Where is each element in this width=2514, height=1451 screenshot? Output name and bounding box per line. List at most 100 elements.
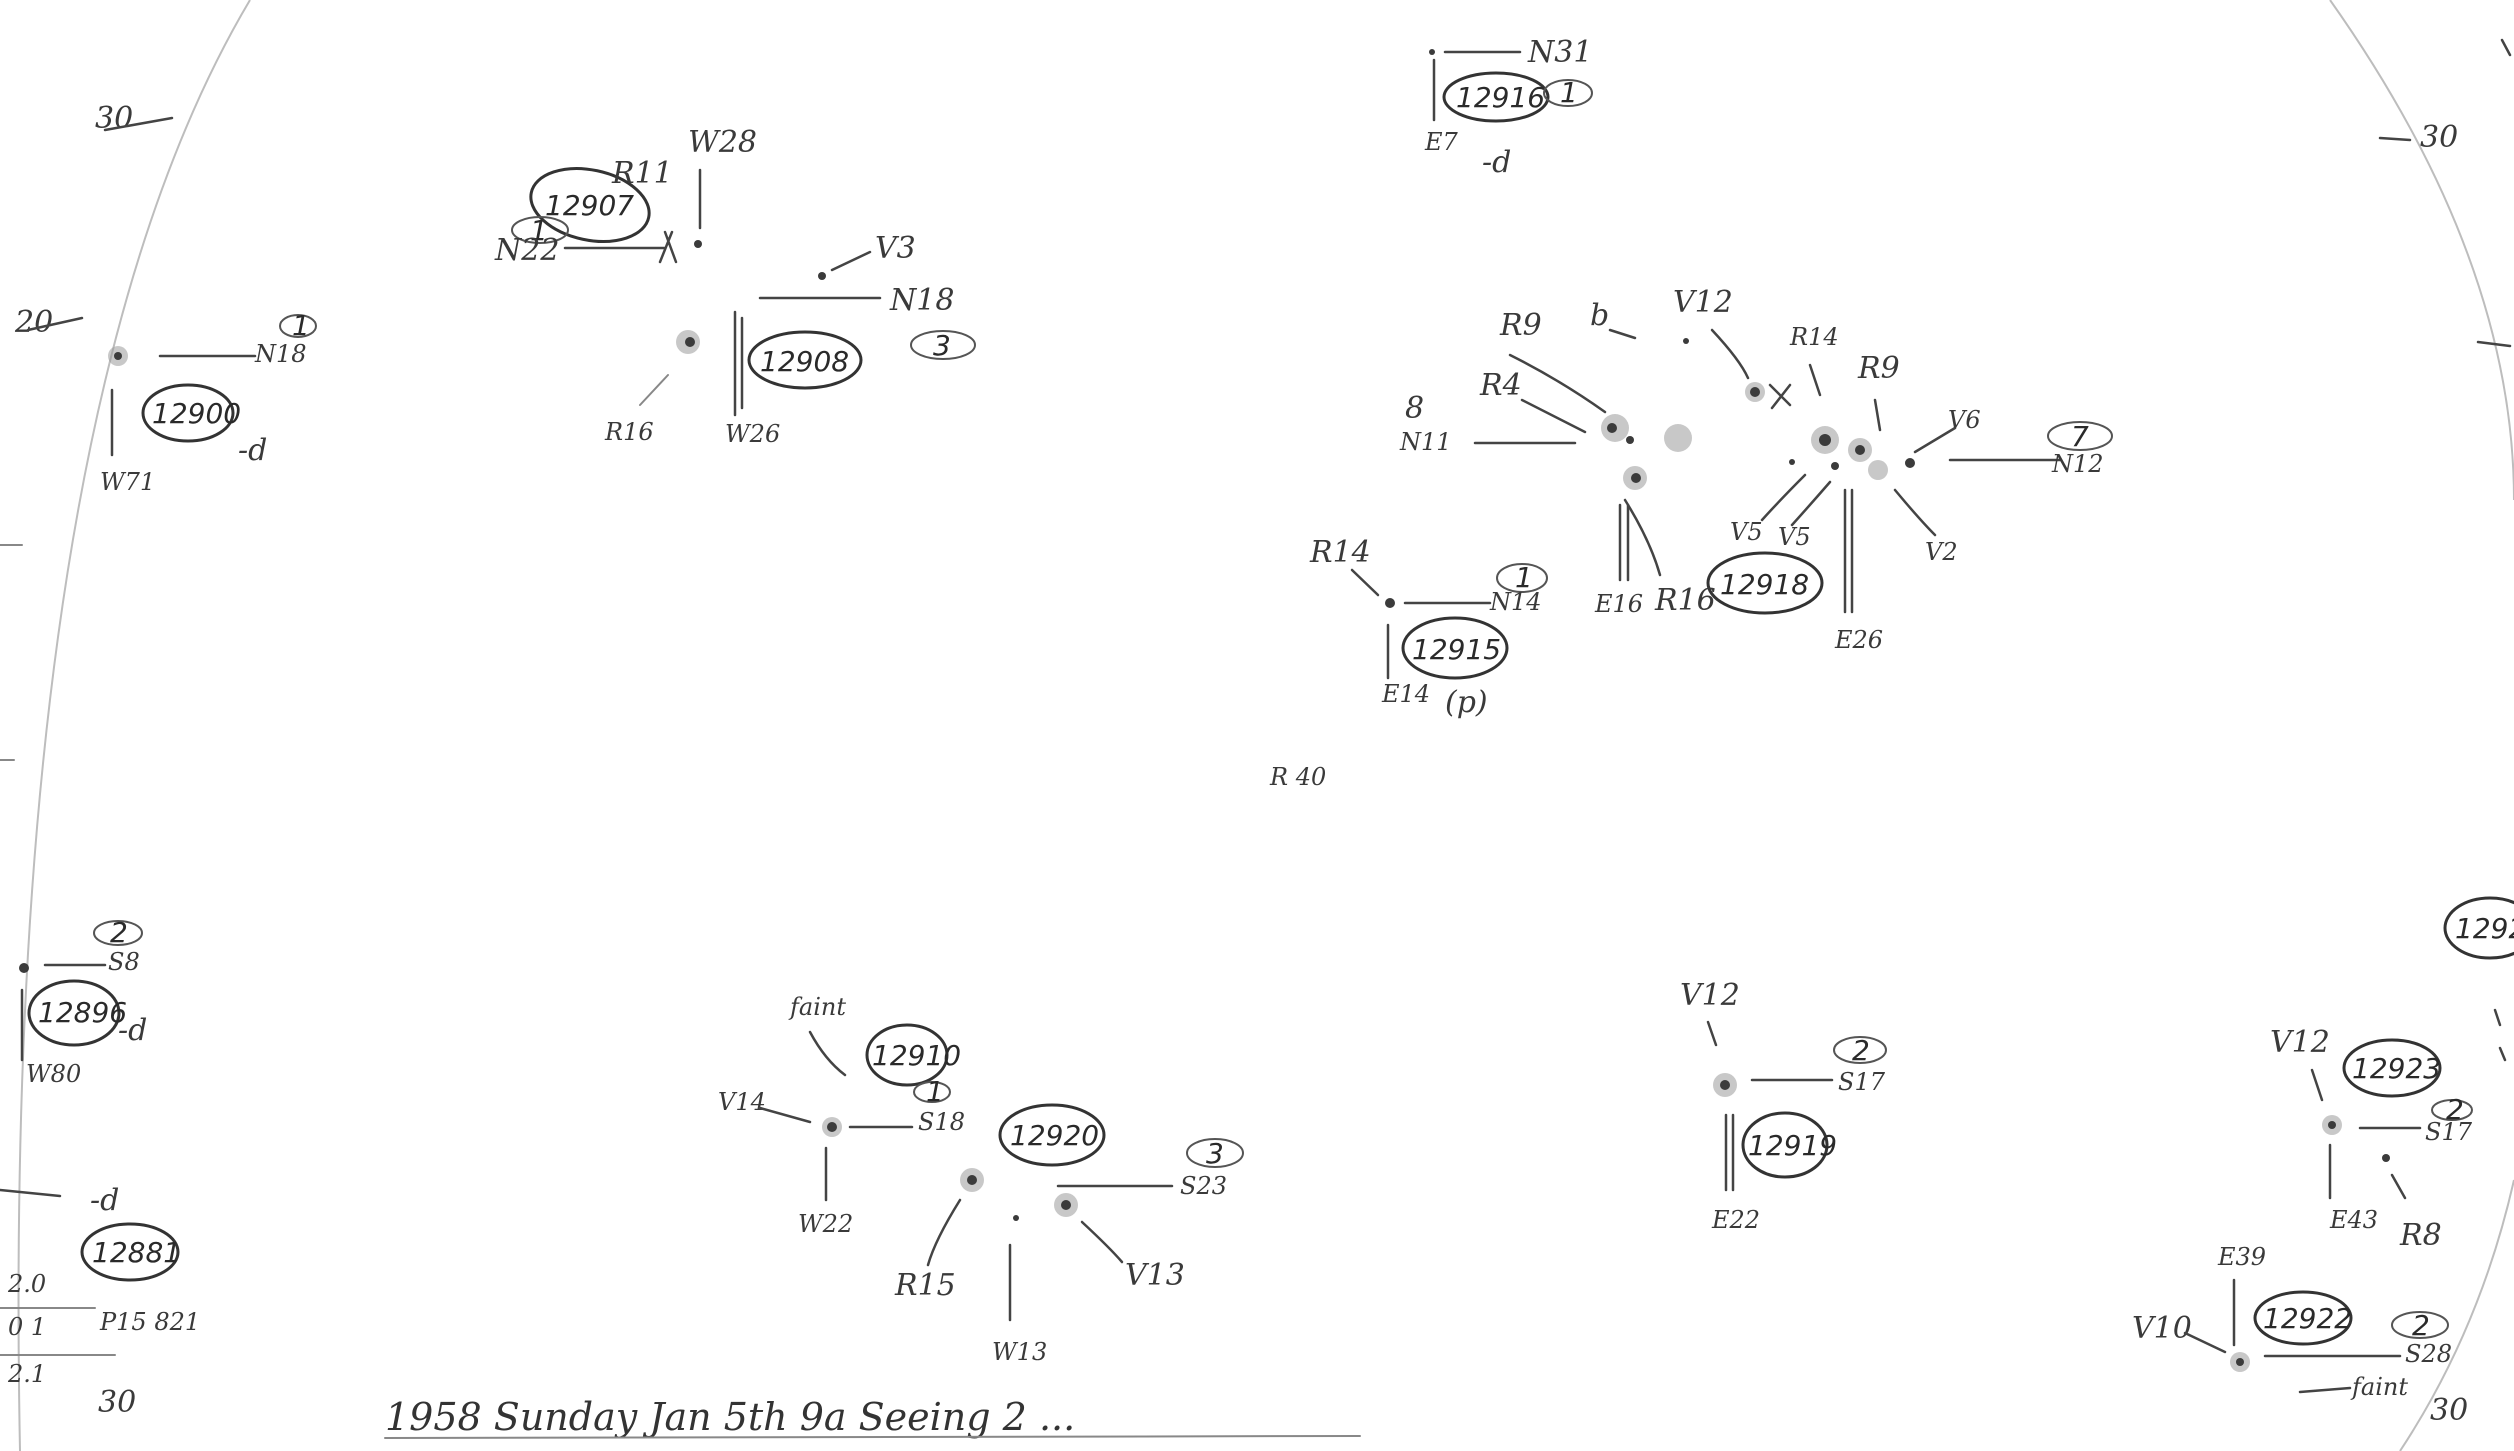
sunspot-group-12915: R14 1 N14 12915 E14 (p) <box>1309 535 1548 720</box>
spot-label: R8 <box>2399 1218 2442 1253</box>
spot-count: 2 <box>2446 1093 2464 1126</box>
sunspot-group-12918: R9 b V12 R14 R9 R4 8 N11 V6 <box>1399 285 2113 654</box>
spot-label: N31 <box>1527 35 1592 70</box>
spot-count: 1 <box>1560 76 1578 109</box>
spot-label: E14 <box>1381 680 1430 708</box>
spot-count: 1 <box>1515 561 1533 594</box>
misc-mark: R 40 <box>1269 763 1326 791</box>
region-number: 1292 <box>2455 912 2514 945</box>
sunspot-group-12881: -d 12881 2.0 0 1 2.1 P15 821 <box>0 1183 200 1388</box>
margin-reading: 0 1 <box>8 1313 46 1341</box>
spot-label: E39 <box>2217 1243 2266 1271</box>
margin-reading: 2.0 <box>7 1270 46 1298</box>
region-number: 12918 <box>1720 568 1809 601</box>
spot-label: V5 <box>1778 523 1811 551</box>
spot-label: -d <box>1482 145 1511 180</box>
spot-label: E7 <box>1424 128 1459 156</box>
spot-count: 3 <box>1206 1137 1224 1170</box>
spot-label: V12 <box>1680 978 1740 1013</box>
spot-label: faint <box>788 993 846 1021</box>
spot-label: E43 <box>2329 1206 2378 1234</box>
spot-label: R14 <box>1789 323 1839 351</box>
solar-disc-limb <box>17 0 2514 1451</box>
spot-count: 1 <box>530 214 548 247</box>
margin-mark: 30 <box>2430 1393 2468 1428</box>
spot-label: -d <box>118 1013 147 1048</box>
region-number: 12923 <box>2352 1052 2441 1085</box>
spot-label: E16 <box>1594 590 1643 618</box>
spot-label: R16 <box>1654 583 1716 618</box>
spot-label: N14 <box>1489 588 1542 616</box>
region-number: 12881 <box>92 1236 181 1269</box>
spot-label: V5 <box>1730 518 1763 546</box>
observation-caption: 1958 Sunday Jan 5th 9a Seeing 2 ... <box>385 1395 1075 1439</box>
caption-underline <box>384 1435 1361 1439</box>
margin-reading: P15 821 <box>99 1308 200 1336</box>
spot-label: R16 <box>604 418 654 446</box>
spot-label: V10 <box>2132 1311 2192 1346</box>
spot-label: -d <box>90 1183 119 1218</box>
spot-label: W13 <box>992 1338 1047 1366</box>
spot-label: W71 <box>100 468 155 496</box>
spot-label: faint <box>2350 1373 2408 1401</box>
spot-count: 1 <box>292 309 310 342</box>
margin-mark: 30 <box>2420 120 2458 155</box>
margin-reading: 2.1 <box>7 1360 46 1388</box>
region-number: 12916 <box>1456 81 1545 114</box>
spot-label: V14 <box>718 1088 766 1116</box>
spot-label: 8 <box>1405 391 1424 426</box>
spot-label: N12 <box>2051 450 2104 478</box>
spot-label: R11 <box>611 156 673 191</box>
spot-label: S17 <box>2425 1118 2473 1146</box>
spot-label: (p) <box>1445 685 1488 720</box>
spot-label: W80 <box>26 1060 81 1088</box>
region-number: 12910 <box>872 1039 961 1072</box>
spot-count: 1 <box>926 1075 944 1108</box>
region-number: 12907 <box>545 189 634 222</box>
sunspot-group-12919: V12 2 S17 12919 E22 <box>1680 978 1887 1234</box>
spot-label: N11 <box>1399 428 1452 456</box>
region-number: 12922 <box>2263 1302 2352 1335</box>
sunspot-group-12900: 1 N18 12900 W71 -d <box>100 309 317 496</box>
spot-label: N18 <box>254 340 307 368</box>
spot-label: R15 <box>894 1268 956 1303</box>
spot-label: N18 <box>889 283 954 318</box>
spot-count: 2 <box>1852 1034 1870 1067</box>
spot-label: b <box>1590 298 1609 333</box>
margin-mark: 30 <box>98 1385 136 1420</box>
sunspot-group-12908: V3 N18 12908 3 R16 W26 <box>604 231 976 448</box>
spot-label: W22 <box>798 1210 853 1238</box>
margin-mark: 30 <box>95 101 133 136</box>
region-number: 12896 <box>38 996 127 1029</box>
spot-label: W26 <box>725 420 780 448</box>
sunspot-group-partial: 1292 <box>2443 896 2514 1062</box>
region-number: 12919 <box>1748 1129 1837 1162</box>
spot-label: R9 <box>1499 308 1542 343</box>
margin-mark: 20 <box>14 305 53 340</box>
spot-count: 2 <box>2412 1309 2430 1342</box>
region-number: 12915 <box>1412 633 1501 666</box>
spot-label: S8 <box>108 948 140 976</box>
sunspot-group-12923: V12 12923 2 S17 E43 R8 <box>2270 1025 2473 1253</box>
spot-label: V3 <box>875 231 916 266</box>
region-number: 12908 <box>760 345 849 378</box>
spot-label: V13 <box>1125 1258 1185 1293</box>
sunspot-group-12910: faint 12910 1 V14 S18 W22 <box>718 993 965 1238</box>
spot-label: E22 <box>1711 1206 1760 1234</box>
spot-label: R4 <box>1479 368 1522 403</box>
sunspot-group-12916: N31 12916 1 E7 -d <box>1424 35 1593 180</box>
spot-label: V12 <box>1673 285 1733 320</box>
spot-label: R14 <box>1309 535 1371 570</box>
spot-label: V2 <box>1925 538 1958 566</box>
region-number: 12900 <box>152 397 241 430</box>
spot-label: S18 <box>918 1108 965 1136</box>
spot-label: W28 <box>688 125 757 160</box>
margin-marks: 30 20 30 30 30 <box>0 38 2512 1428</box>
region-number: 12920 <box>1010 1119 1099 1152</box>
spot-label: E26 <box>1834 626 1883 654</box>
spot-label: S28 <box>2405 1340 2452 1368</box>
spot-count: 3 <box>933 329 951 362</box>
spot-label: N22 <box>494 233 559 268</box>
spot-label: S23 <box>1180 1172 1227 1200</box>
